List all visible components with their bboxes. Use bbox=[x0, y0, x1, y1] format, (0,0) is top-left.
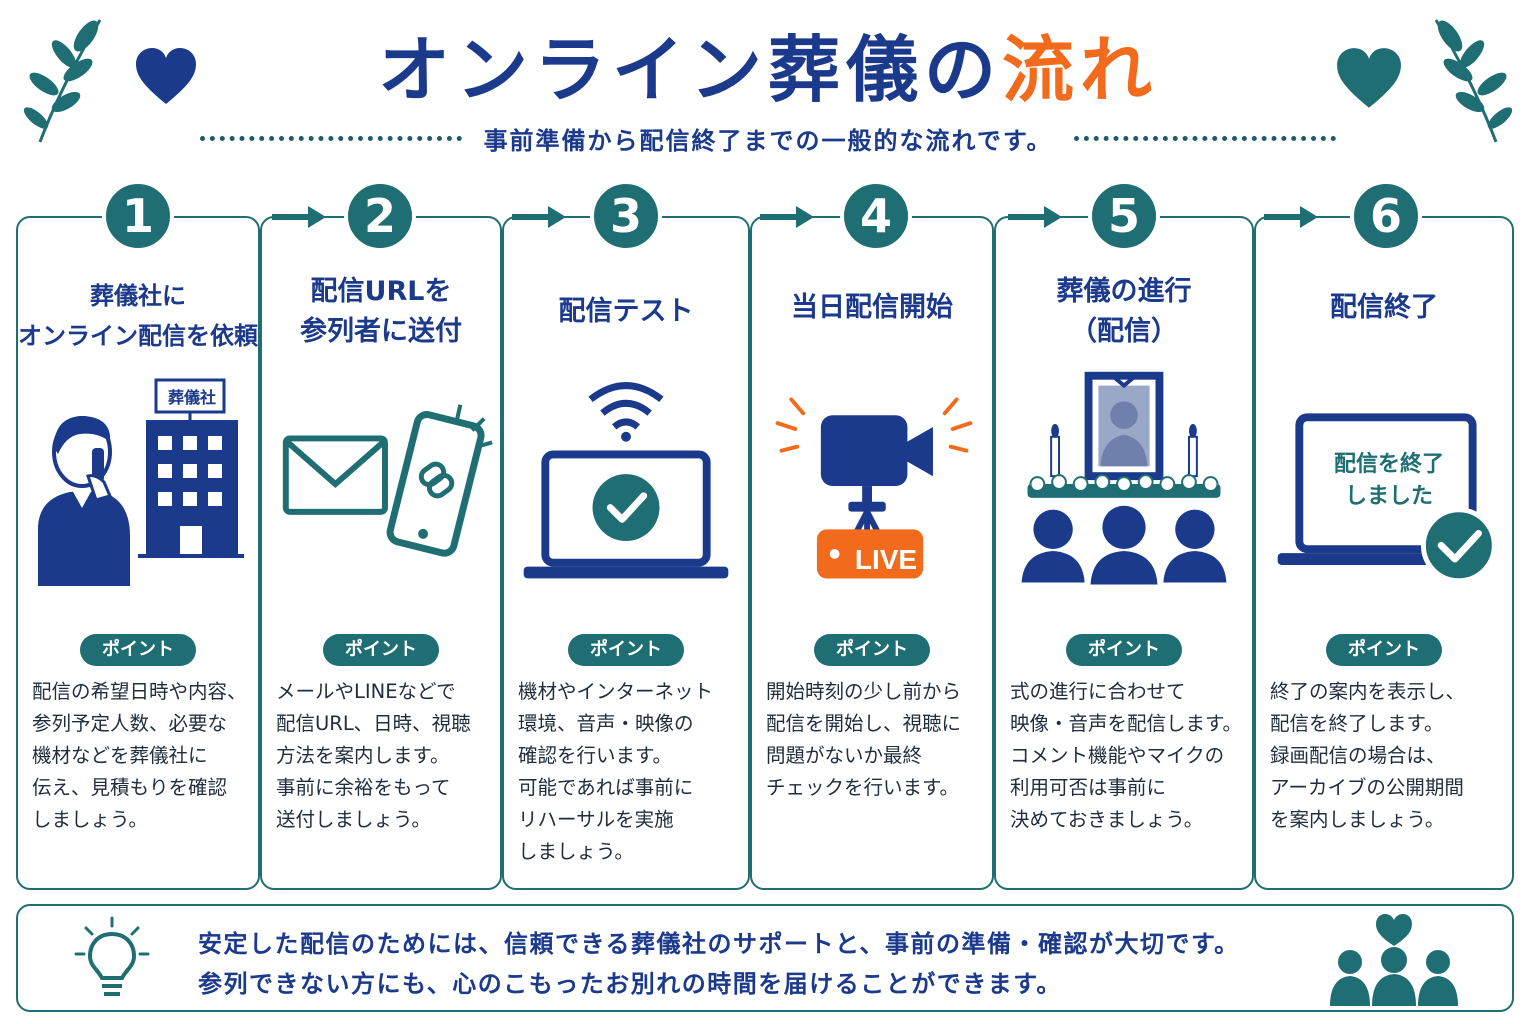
step-desc-3: 機材やインターネット 環境、音声・映像の 確認を行います。 可能であれば事前に … bbox=[518, 680, 714, 863]
step-title-3: 配信テスト bbox=[558, 296, 694, 327]
page-title-accent: 流れ bbox=[1002, 28, 1159, 112]
subtitle: 事前準備から配信終了までの一般的な流れです。 bbox=[483, 126, 1053, 155]
step-desc-4: 開始時刻の少し前から 配信を開始し、視聴に 問題がないか最終 チェックを行います… bbox=[766, 680, 962, 799]
step-number-2: 2 bbox=[344, 180, 416, 252]
point-badge-5: ポイント bbox=[1066, 634, 1182, 666]
step-desc-6: 終了の案内を表示し、 配信を終了します。 録画配信の場合は、 アーカイブの公開期… bbox=[1270, 680, 1466, 831]
page-title-main: オンライン葬儀の bbox=[377, 28, 1002, 112]
bottom-message-box: 安定した配信のためには、信頼できる葬儀社のサポートと、事前の準備・確認が大切です… bbox=[16, 904, 1514, 1012]
step-number-3: 3 bbox=[590, 180, 662, 252]
step-card-5: 葬儀の進行 （配信） ポイント 式の進行に合わせて 映像・音声を配信します。 コ… bbox=[994, 216, 1254, 890]
step-card-2: 配信URLを 参列者に送付 ポイント メールやLINEなどで 配信URL、日時、… bbox=[260, 216, 502, 890]
screen-message-1: 配信を終了 bbox=[1333, 452, 1444, 477]
step-title-2: 配信URLを 参列者に送付 bbox=[300, 276, 462, 347]
point-badge-1: ポイント bbox=[80, 634, 196, 666]
live-badge: LIVE bbox=[854, 544, 918, 575]
step-card-1: 葬儀社に オンライン配信を依頼 葬儀社 ポイント 配信の希望日時や内容、 参列予… bbox=[16, 216, 260, 890]
step-number-5: 5 bbox=[1088, 180, 1160, 252]
bottom-message-line2: 参列できない方にも、心のこもったお別れの時間を届けることができます。 bbox=[198, 970, 1062, 998]
person-phone-building-icon bbox=[38, 378, 244, 586]
dotted-divider-right bbox=[1074, 135, 1337, 141]
point-badge-6: ポイント bbox=[1326, 634, 1442, 666]
step-card-3: 配信テスト ポイント 機材やインターネット 環境、音声・映像の 確認を行います。… bbox=[502, 216, 750, 890]
step-card-4: 当日配信開始 LIVE ポイント 開始時刻の少し前から 配信を開始し、視聴に 問… bbox=[750, 216, 994, 890]
mail-phone-link-icon bbox=[282, 404, 493, 557]
step-number-6: 6 bbox=[1350, 180, 1422, 252]
arrow-right-icon bbox=[272, 206, 342, 228]
step-title-4: 当日配信開始 bbox=[791, 292, 953, 323]
leaf-branch-right-icon bbox=[1434, 19, 1513, 143]
subtitle-row: 事前準備から配信終了までの一般的な流れです。 bbox=[200, 120, 1337, 156]
step-number-1: 1 bbox=[102, 180, 174, 252]
step-desc-1: 配信の希望日時や内容、 参列予定人数、必要な 機材などを葬儀社に 伝え、見積もり… bbox=[32, 680, 247, 831]
lightbulb-icon bbox=[74, 916, 150, 996]
arrow-right-icon bbox=[1264, 206, 1348, 228]
dotted-divider-left bbox=[200, 135, 462, 141]
laptop-check-icon bbox=[1277, 413, 1497, 584]
step-title-6: 配信終了 bbox=[1330, 292, 1438, 323]
bottom-message-line1: 安定した配信のためには、信頼できる葬儀社のサポートと、事前の準備・確認が大切です… bbox=[198, 930, 1240, 958]
point-badge-3: ポイント bbox=[568, 634, 684, 666]
step-card-6: 配信終了 配信を終了 しました ポイント 終了の案内を表示し、 配信を終了します… bbox=[1254, 216, 1514, 890]
altar-attendees-icon bbox=[1021, 371, 1227, 585]
arrow-right-icon bbox=[1008, 206, 1088, 228]
arrow-right-icon bbox=[760, 206, 836, 228]
people-heart-icon bbox=[1330, 914, 1458, 1006]
screen-message-2: しました bbox=[1344, 484, 1433, 509]
leaf-branch-left-icon bbox=[23, 19, 102, 143]
heart-left-icon bbox=[136, 48, 196, 104]
step-number-4: 4 bbox=[840, 180, 912, 252]
step-title-5: 葬儀の進行 （配信） bbox=[1056, 276, 1192, 347]
building-sign: 葬儀社 bbox=[167, 388, 216, 407]
point-badge-2: ポイント bbox=[323, 634, 439, 666]
step-desc-5: 式の進行に合わせて 映像・音声を配信します。 コメント機能やマイクの 利用可否は… bbox=[1010, 680, 1243, 831]
arrow-right-icon bbox=[512, 206, 588, 228]
laptop-wifi-check-icon bbox=[523, 382, 729, 579]
page-title: オンライン葬儀の流れ bbox=[0, 22, 1536, 118]
step-desc-2: メールやLINEなどで 配信URL、日時、視聴 方法を案内します。 事前に余裕を… bbox=[276, 680, 471, 831]
heart-right-icon bbox=[1337, 48, 1401, 108]
point-badge-4: ポイント bbox=[814, 634, 930, 666]
step-title-1: 葬儀社に オンライン配信を依頼 bbox=[18, 282, 258, 350]
video-camera-live-icon bbox=[775, 397, 973, 579]
